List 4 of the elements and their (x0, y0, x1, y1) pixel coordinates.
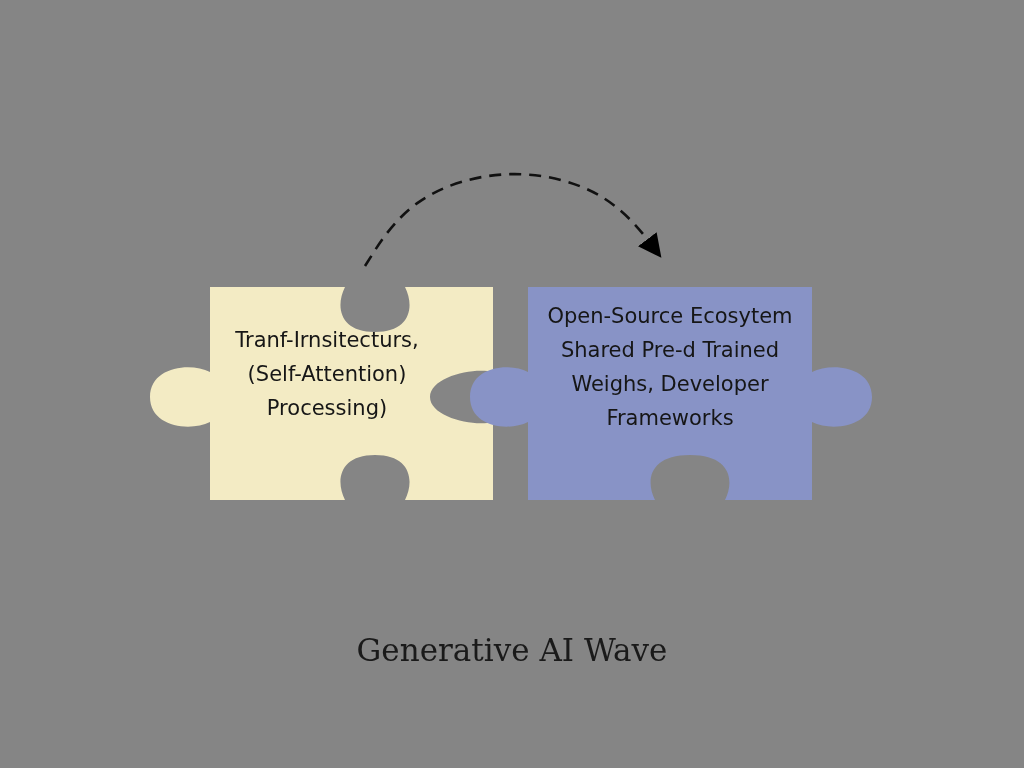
caption: Generative AI Wave (356, 632, 668, 668)
dashed-arrow (363, 172, 662, 267)
piece-label: Open-Source Ecosytem Shared Pre-d Trained Weighs, Developer Frameworks (546, 303, 794, 432)
piece-label: Tranf-Irnsitecturs, (Self-Attention) Processing) (234, 327, 420, 422)
